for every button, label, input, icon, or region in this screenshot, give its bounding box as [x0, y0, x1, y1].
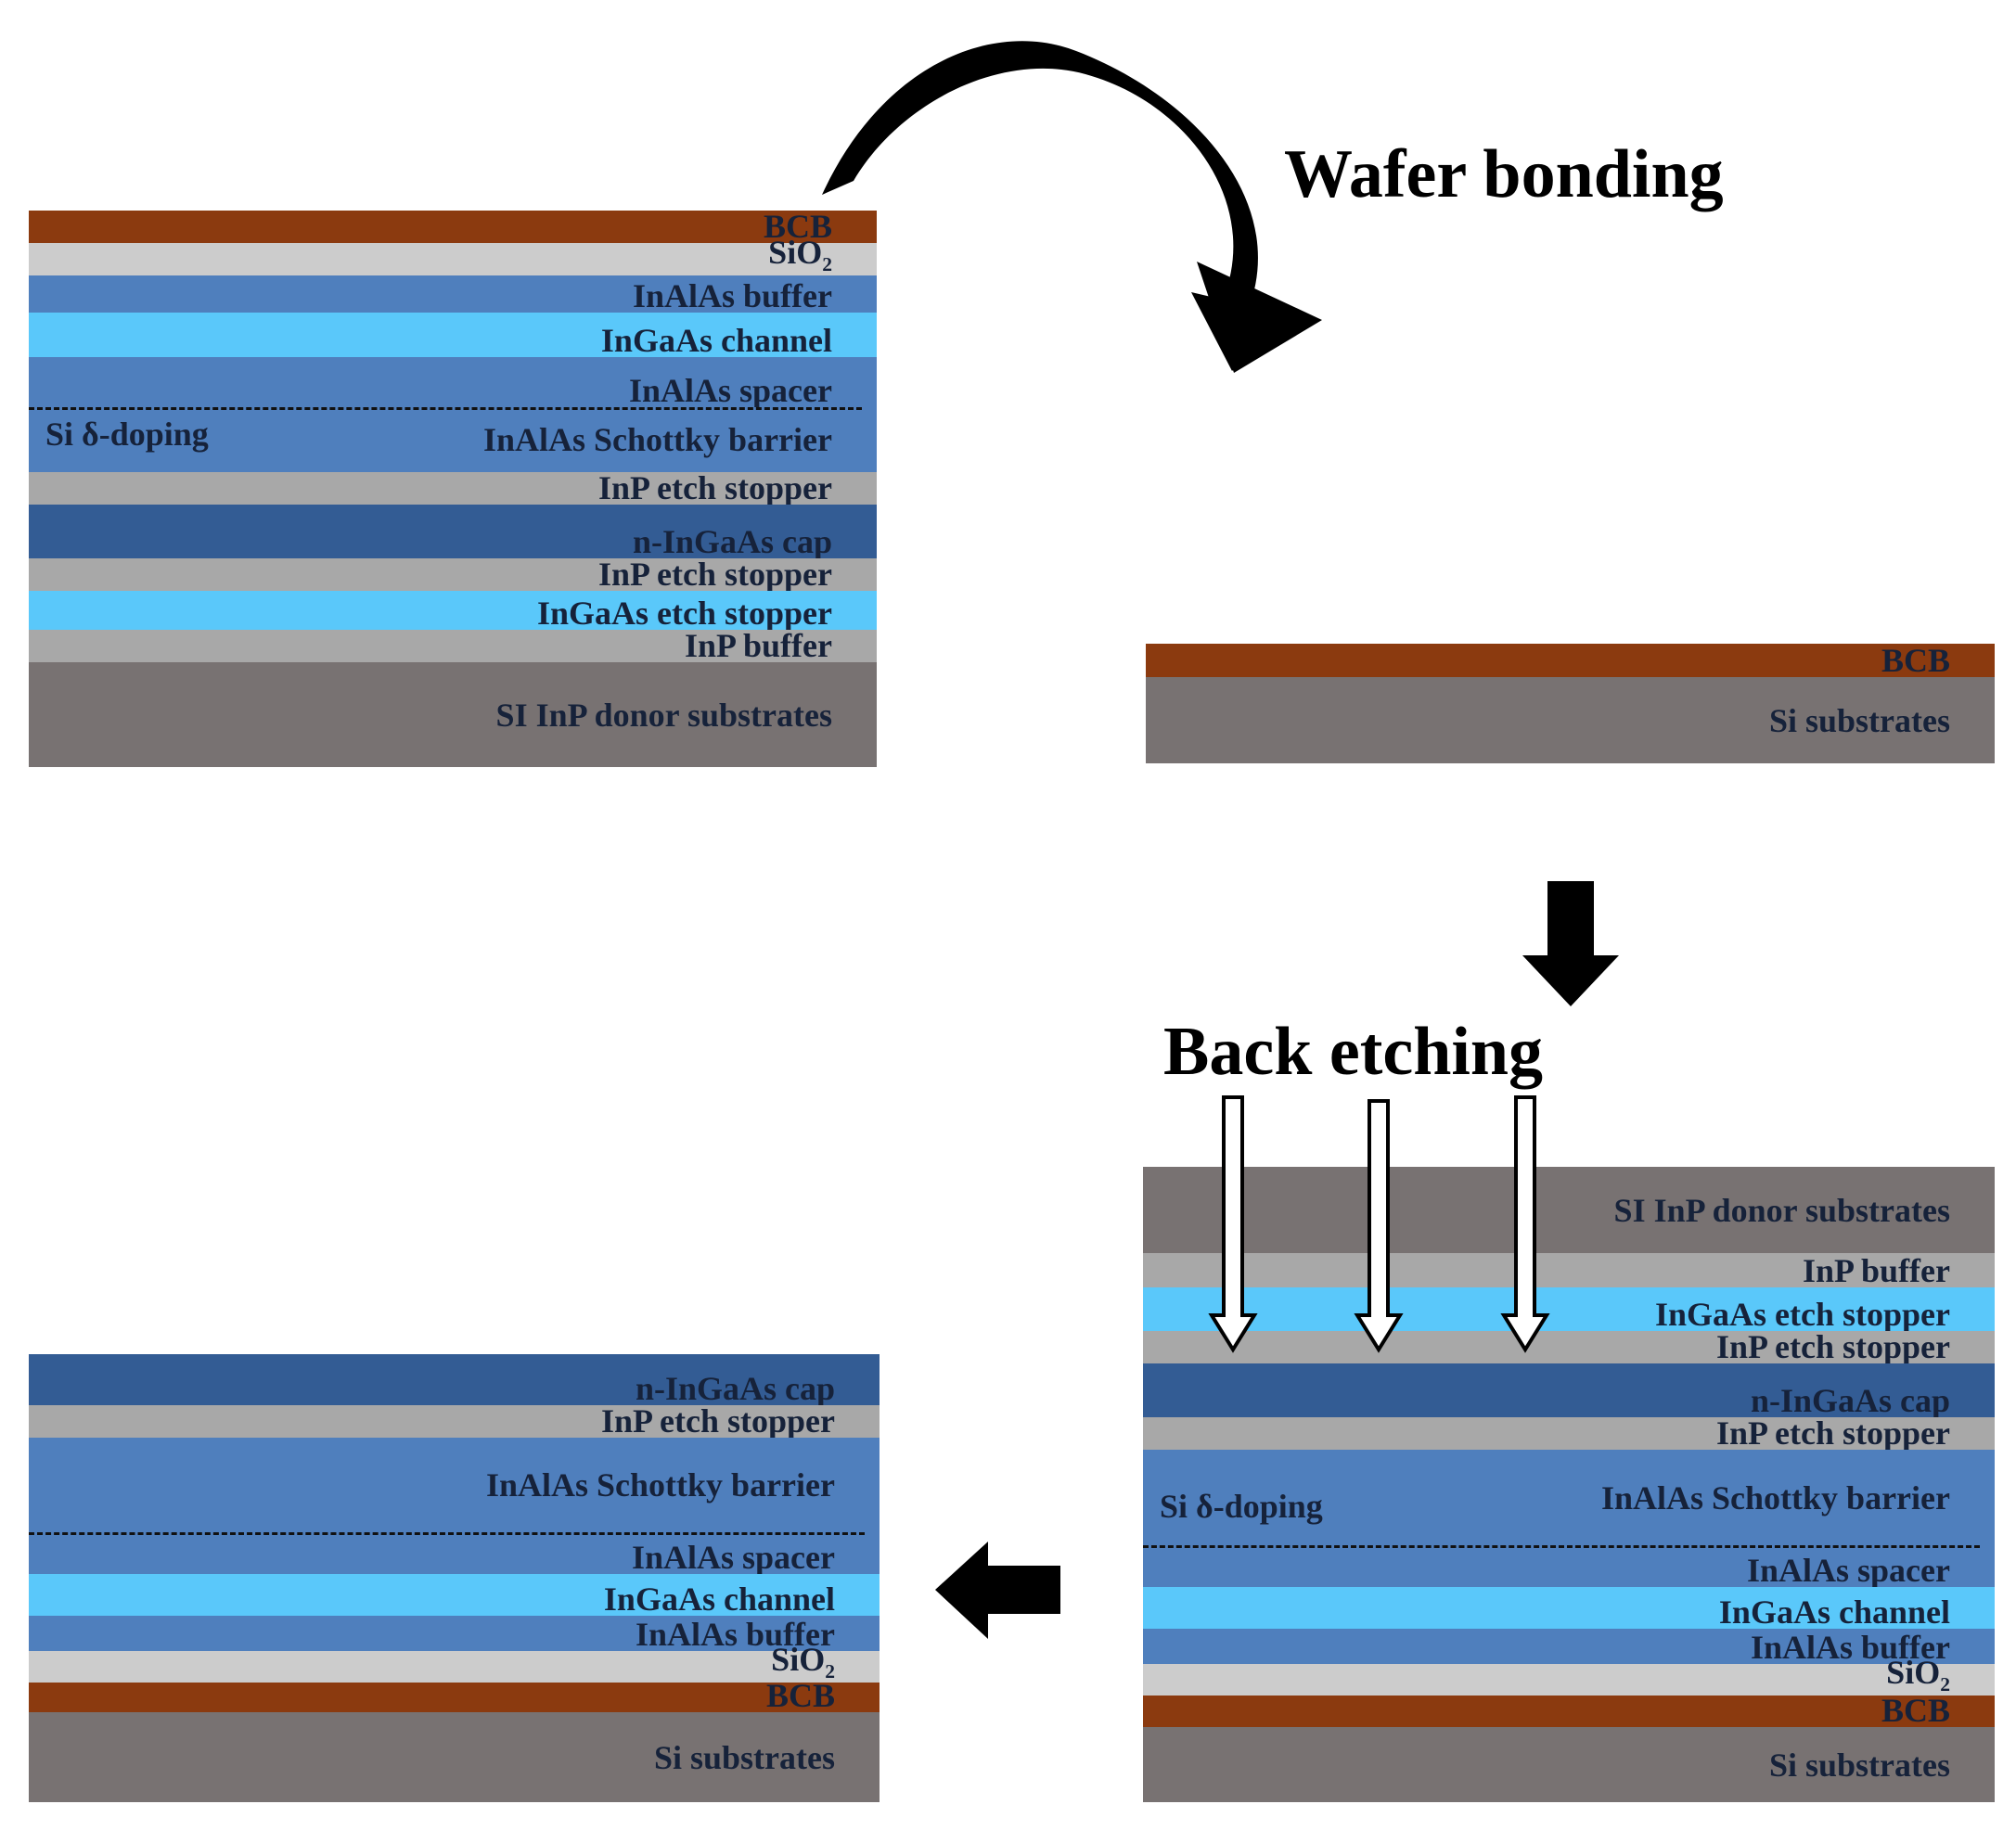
- curved-bonding-arrow-icon: [822, 41, 1280, 371]
- layer-inalas-schottky-barrier: InAlAs Schottky barrier: [29, 1438, 880, 1532]
- layer-inp-etch-stopper: InP etch stopper: [29, 556, 877, 593]
- layer-label: InP etch stopper: [601, 1402, 835, 1440]
- layer-ingaas-channel: InGaAs channel: [1143, 1587, 1995, 1629]
- layer-bcb: BCB: [1146, 644, 1995, 677]
- layer-label: InAlAs Schottky barrier: [1601, 1478, 1950, 1516]
- layer-label: InAlAs spacer: [628, 372, 832, 409]
- layer-label: InAlAs Schottky barrier: [483, 421, 832, 458]
- layer-label: n-InGaAs cap: [635, 1370, 835, 1407]
- etch-arrow-icon: [1208, 1095, 1258, 1353]
- layer-label: InGaAs channel: [600, 322, 832, 359]
- wafer-bonding-title: Wafer bonding: [1284, 136, 1724, 212]
- layer-label-subscript: 2: [825, 1660, 835, 1683]
- layer-n-ingaas-cap: n-InGaAs cap: [1143, 1363, 1995, 1417]
- layer-inalas-buffer: InAlAs buffer: [1143, 1629, 1995, 1664]
- etching-arrows: [1208, 1095, 1550, 1353]
- layer-label: InAlAs Schottky barrier: [486, 1466, 835, 1504]
- layer-inp-etch-stopper: InP etch stopper: [1143, 1414, 1995, 1452]
- delta-doping-label: Si δ-doping: [1160, 1488, 1323, 1525]
- delta-doping-line: [1143, 1545, 1980, 1548]
- left-arrow-icon: [935, 1542, 1060, 1639]
- layer-label: InGaAs channel: [1718, 1593, 1950, 1631]
- layer-label: SiO2: [768, 234, 832, 276]
- layer-label: Si substrates: [1768, 701, 1950, 739]
- layer-si-substrates: Si substrates: [1146, 677, 1995, 763]
- layer-label: BCB: [1881, 1692, 1950, 1729]
- layer-sio2: SiO2: [1143, 1656, 1995, 1696]
- layer-inalas-spacer: InAlAs spacer: [29, 1532, 880, 1574]
- delta-doping-line: [29, 407, 862, 410]
- layer-label: InGaAs etch stopper: [1654, 1296, 1950, 1333]
- layer-inalas-spacer: InAlAs spacer: [29, 357, 877, 407]
- layer-si-inp-donor-substrates: SI InP donor substrates: [1143, 1167, 1995, 1253]
- layer-label: SiO2: [771, 1641, 835, 1683]
- layer-label: InAlAs buffer: [632, 277, 832, 314]
- si-target-wafer-stack: BCB Si substrates: [1146, 644, 1995, 763]
- layer-label-subscript: 2: [822, 253, 832, 276]
- layer-inp-etch-stopper: InP etch stopper: [1143, 1328, 1995, 1365]
- layer-inalas-buffer: InAlAs buffer: [29, 1616, 880, 1651]
- layer-label: BCB: [1881, 642, 1950, 679]
- layer-label: InP buffer: [1802, 1252, 1950, 1289]
- layer-label: SiO2: [1886, 1654, 1950, 1696]
- layer-sio2: SiO2: [29, 236, 877, 275]
- layer-sio2: SiO2: [29, 1643, 880, 1683]
- delta-doping-label: Si δ-doping: [45, 416, 209, 453]
- layer-inp-buffer: InP buffer: [29, 627, 877, 664]
- layer-label: Si substrates: [653, 1738, 835, 1776]
- layer-label: n-InGaAs cap: [632, 523, 832, 560]
- layer-inp-etch-stopper: InP etch stopper: [29, 1402, 880, 1440]
- layer-label: InP etch stopper: [1716, 1414, 1950, 1452]
- layer-bcb: BCB: [29, 1679, 880, 1712]
- layer-ingaas-etch-stopper: InGaAs etch stopper: [29, 591, 877, 630]
- back-etching-title: Back etching: [1163, 1014, 1544, 1090]
- layer-label: InAlAs spacer: [1746, 1552, 1950, 1589]
- layer-label: BCB: [763, 208, 832, 245]
- layer-label: InP etch stopper: [598, 469, 832, 506]
- layer-inp-etch-stopper: InP etch stopper: [29, 469, 877, 506]
- layer-label: SI InP donor substrates: [1613, 1191, 1950, 1229]
- layer-label: InAlAs buffer: [635, 1616, 835, 1653]
- layer-si-substrates: Si substrates: [29, 1712, 880, 1802]
- layer-label: InP etch stopper: [598, 556, 832, 593]
- layer-inp-buffer: InP buffer: [1143, 1253, 1995, 1287]
- layer-n-ingaas-cap: n-InGaAs cap: [29, 1354, 880, 1405]
- layer-label: n-InGaAs cap: [1750, 1382, 1950, 1419]
- layer-si-substrates: Si substrates: [1143, 1727, 1995, 1802]
- layer-label: BCB: [765, 1677, 835, 1714]
- layer-label: InGaAs etch stopper: [536, 595, 832, 632]
- delta-doping-line: [29, 1532, 865, 1535]
- etch-arrow-icon: [1500, 1095, 1550, 1353]
- layer-si-inp-donor-substrates: SI InP donor substrates: [29, 662, 877, 767]
- layer-inalas-schottky-barrier: InAlAs Schottky barrier: [1143, 1450, 1995, 1545]
- layer-inalas-spacer: InAlAs spacer: [1143, 1545, 1995, 1587]
- layer-label: InAlAs buffer: [1750, 1629, 1950, 1666]
- layer-label-subscript: 2: [1940, 1673, 1950, 1696]
- layer-ingaas-channel: InGaAs channel: [29, 313, 877, 357]
- curved-bonding-arrowhead-icon: [1197, 262, 1322, 373]
- layer-ingaas-channel: InGaAs channel: [29, 1574, 880, 1616]
- layer-label: Si substrates: [1768, 1746, 1950, 1784]
- layer-bcb: BCB: [1143, 1692, 1995, 1729]
- layer-label: InGaAs channel: [603, 1580, 835, 1618]
- layer-label: SI InP donor substrates: [495, 696, 832, 734]
- layer-bcb: BCB: [29, 208, 877, 245]
- down-arrow-icon: [1522, 881, 1619, 1006]
- layer-inalas-buffer: InAlAs buffer: [29, 275, 877, 313]
- layer-label: InP etch stopper: [1716, 1328, 1950, 1365]
- layer-n-ingaas-cap: n-InGaAs cap: [29, 505, 877, 558]
- layer-ingaas-etch-stopper: InGaAs etch stopper: [1143, 1287, 1995, 1331]
- layer-label: InP buffer: [684, 627, 832, 664]
- etch-arrow-icon: [1354, 1099, 1404, 1353]
- layer-label: InAlAs spacer: [631, 1539, 835, 1576]
- layer-inalas-schottky-barrier: InAlAs Schottky barrier: [29, 407, 877, 472]
